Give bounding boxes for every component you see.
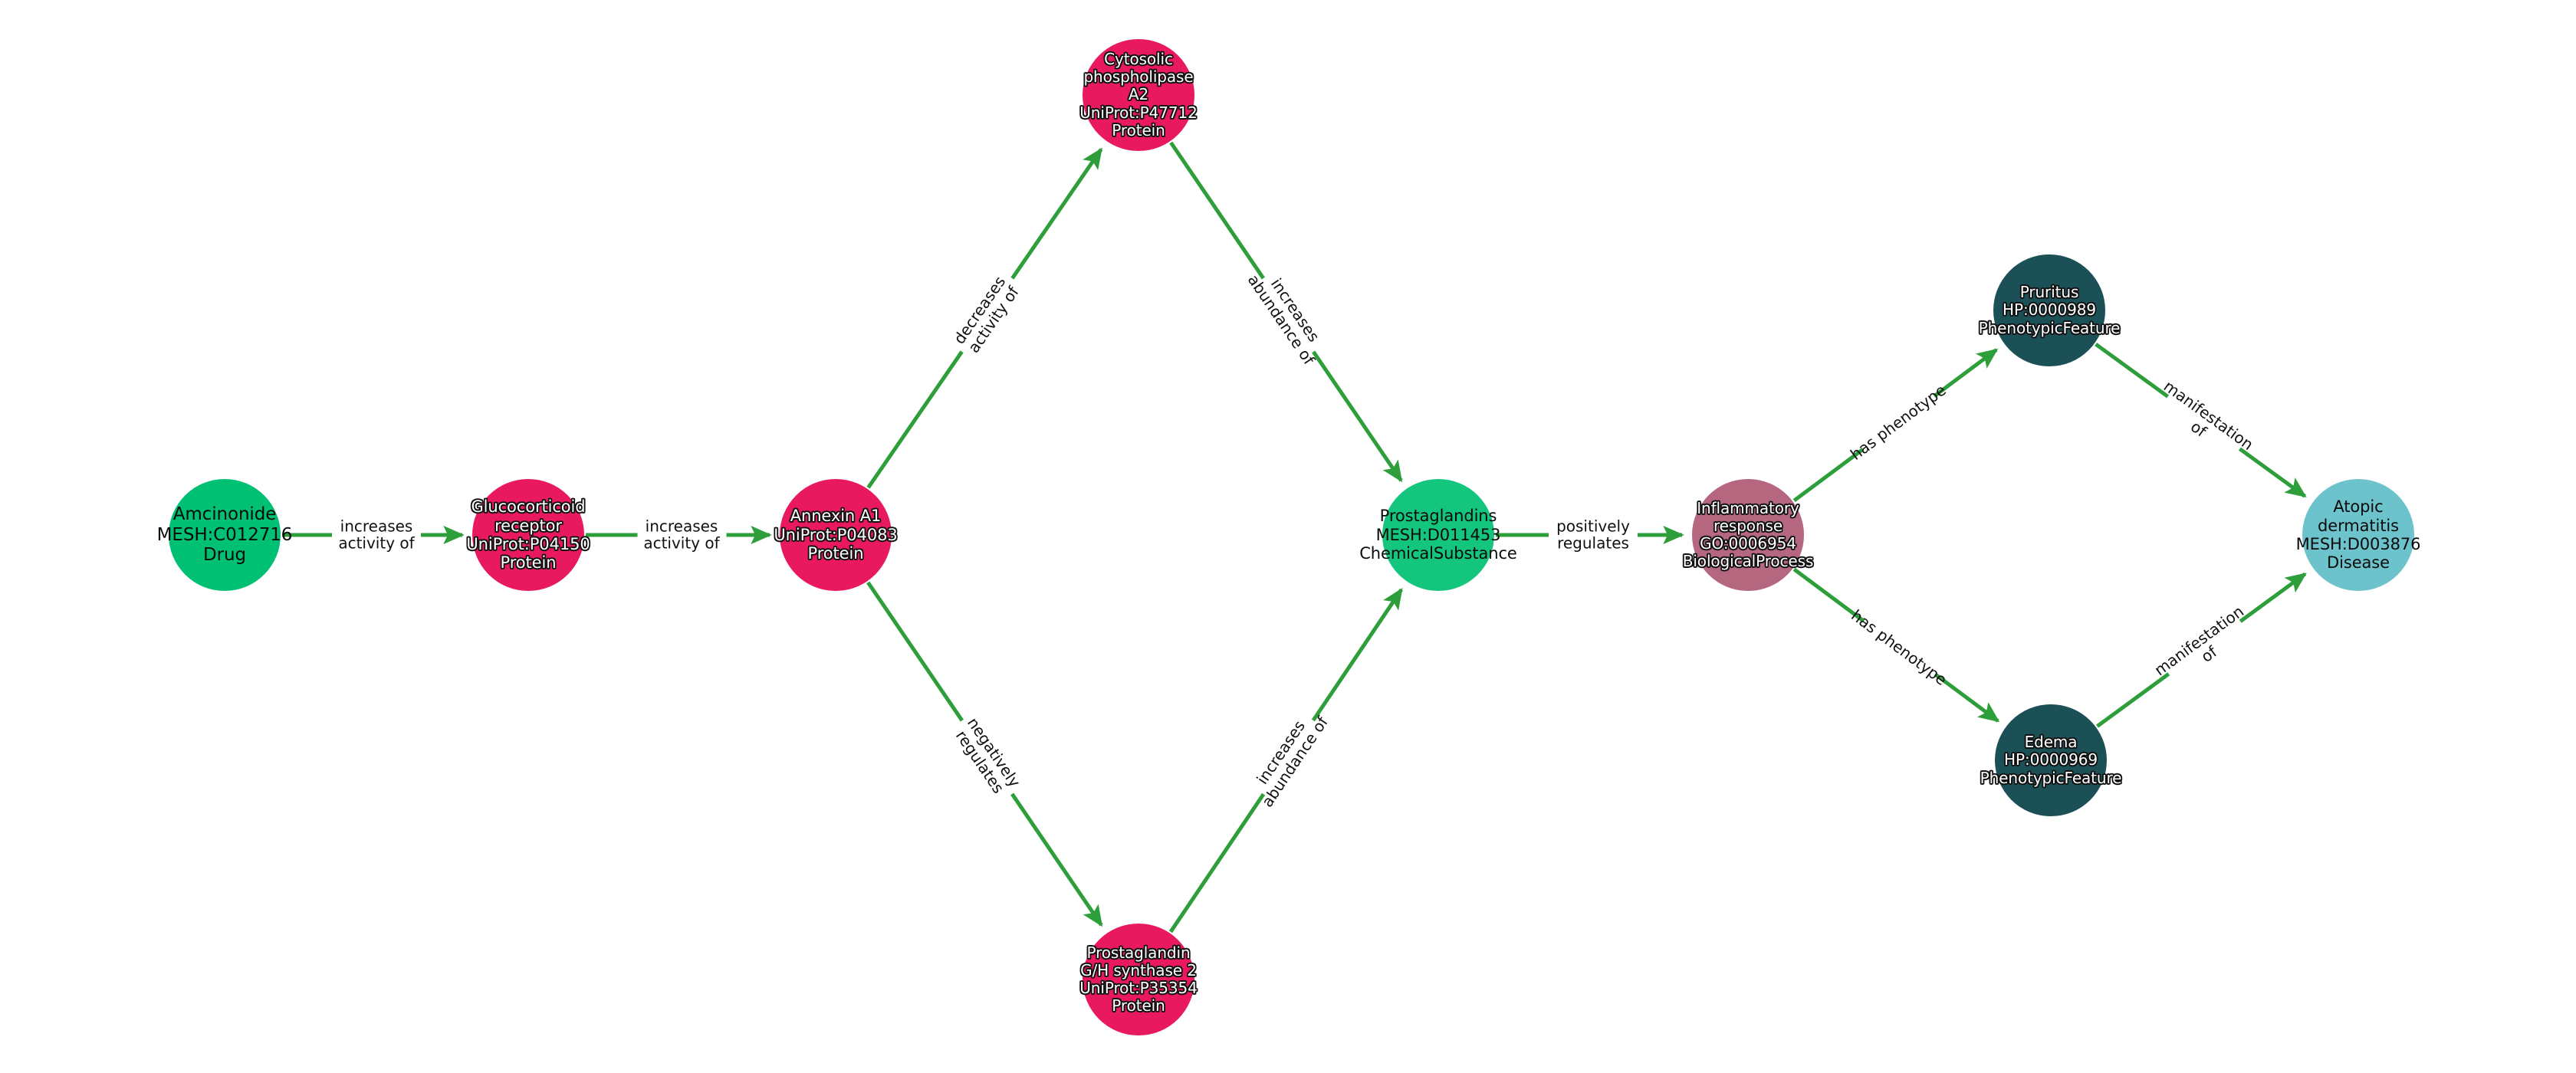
edge-line-arrow xyxy=(2239,572,2307,623)
graph-node-label: Edema HP:0000969 PhenotypicFeature xyxy=(1980,733,2122,787)
edge-line xyxy=(1792,567,1865,623)
graph-node-label: Prostaglandin G/H synthase 2 UniProt:P35… xyxy=(1079,943,1198,1016)
graph-node-pruritus[interactable]: Pruritus HP:0000989 PhenotypicFeature xyxy=(1979,254,2120,366)
graph-node-label: Atopic dermatitis MESH:D003876 Disease xyxy=(2295,497,2421,573)
edge-line-arrow xyxy=(1934,672,2000,723)
edge-line xyxy=(866,581,964,722)
graph-node-glucocorticoid-receptor[interactable]: Glucocorticoid receptor UniProt:P04150 P… xyxy=(466,479,590,591)
edge-line-arrow xyxy=(1010,792,1103,927)
graph-node-annexin-a1[interactable]: Annexin A1 UniProt:P04083 Protein xyxy=(774,479,898,591)
edge-line-arrow xyxy=(1933,348,1999,398)
graph-node-label: Pruritus HP:0000989 PhenotypicFeature xyxy=(1978,283,2121,337)
graph-node-amcinonide[interactable]: Amcinonide MESH:C012716 Drug xyxy=(157,479,292,591)
graph-node-label: Amcinonide MESH:C012716 Drug xyxy=(156,504,293,566)
graph-node-prostaglandins[interactable]: Prostaglandins MESH:D011453 ChemicalSubs… xyxy=(1359,479,1517,591)
graph-node-label: Glucocorticoid receptor UniProt:P04150 P… xyxy=(466,497,590,573)
graph-node-label: Annexin A1 UniProt:P04083 Protein xyxy=(774,507,898,563)
edge-line xyxy=(1168,792,1266,934)
edge-line xyxy=(2096,672,2170,728)
edge-line-arrow xyxy=(1312,350,1403,483)
edge-line-arrow xyxy=(1010,147,1103,280)
edge-line xyxy=(1169,141,1265,280)
graph-node-atopic-dermatitis[interactable]: Atopic dermatitis MESH:D003876 Disease xyxy=(2296,479,2420,591)
edge-line-arrow xyxy=(1311,588,1404,722)
graph-node-prostaglandin-gh-synthase-2[interactable]: Prostaglandin G/H synthase 2 UniProt:P35… xyxy=(1079,924,1198,1035)
edge-line xyxy=(2095,343,2170,399)
graph-node-cytosolic-phospholipase-a2[interactable]: Cytosolic phospholipase A2 UniProt:P4771… xyxy=(1079,39,1198,151)
graph-node-label: Cytosolic phospholipase A2 UniProt:P4771… xyxy=(1079,50,1198,139)
graph-node-inflammatory-response[interactable]: Inflammatory response GO:0006954 Biologi… xyxy=(1683,479,1813,591)
graph-node-edema[interactable]: Edema HP:0000969 PhenotypicFeature xyxy=(1980,704,2121,816)
graph-node-label: Inflammatory response GO:0006954 Biologi… xyxy=(1682,498,1814,571)
graph-node-label: Prostaglandins MESH:D011453 ChemicalSubs… xyxy=(1359,507,1517,563)
edge-line xyxy=(866,350,964,489)
edge-line-arrow xyxy=(2238,447,2307,498)
edge-line xyxy=(1792,448,1865,503)
